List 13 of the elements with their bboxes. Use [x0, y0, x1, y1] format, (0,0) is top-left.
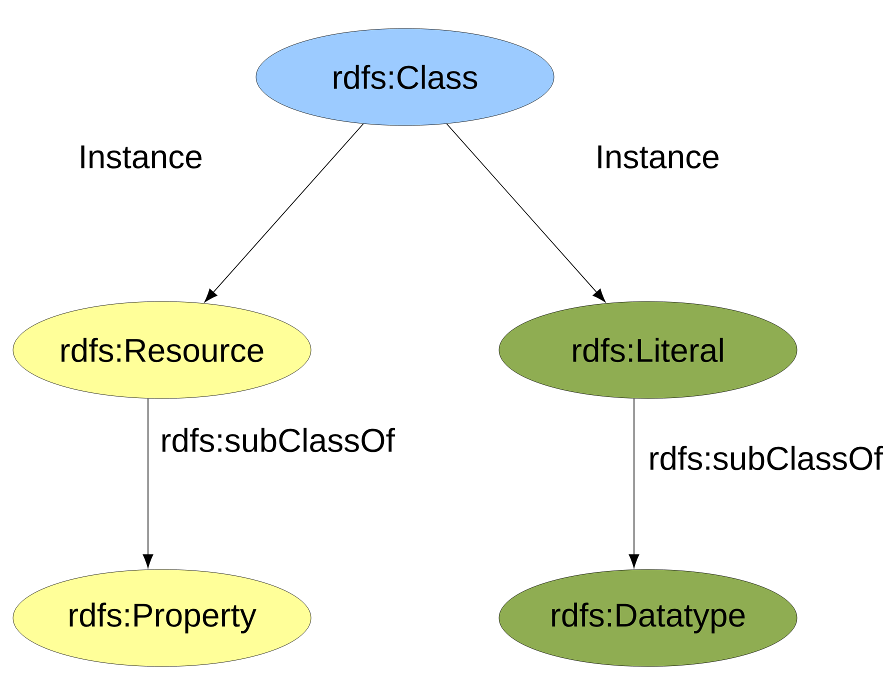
ellipse-node: rdfs:Datatype	[498, 569, 798, 667]
edge-label: rdfs:subClassOf	[650, 446, 883, 470]
ellipse-node: rdfs:Property	[12, 569, 312, 667]
ellipse-node: rdfs:Class	[256, 28, 554, 126]
ellipse-node: rdfs:Literal	[498, 301, 798, 399]
edge-label: rdfs:subClassOf	[162, 428, 395, 452]
arrow	[204, 123, 364, 302]
arrow	[142, 398, 154, 568]
arrow	[628, 398, 640, 568]
edge-label: Instance	[598, 145, 718, 169]
edge-label: Instance	[81, 145, 202, 169]
arrow	[446, 123, 606, 302]
ellipse-node: rdfs:Resource	[12, 301, 312, 399]
